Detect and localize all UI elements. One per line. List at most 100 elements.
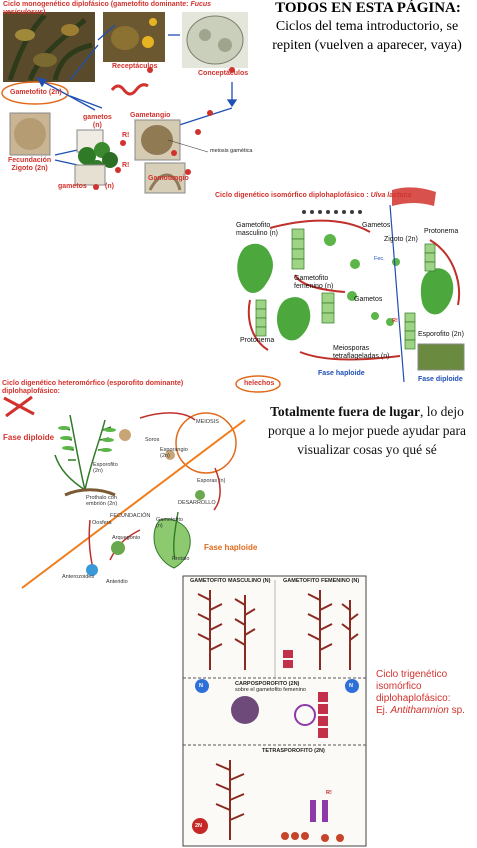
ulva-label-esporofito: Esporofito (2n) [418, 331, 464, 338]
fern-pinnae [58, 426, 116, 452]
intro-heading: TODOS EN ESTA PÁGINA: [275, 0, 461, 16]
note-bold: Totalmente fuera de lugar [270, 404, 420, 419]
caption-line-1: Ciclo trigenético [376, 669, 448, 680]
caption-prefix: Ej. [376, 705, 391, 716]
plate-n-badge-right: N [349, 683, 353, 689]
fern-label-fecundacion: FECUNDACIÓN [110, 513, 151, 519]
fucus-title-prefix: Ciclo monogenético diplofásico (gametofi… [3, 1, 191, 8]
ulva-label-ri: R! [392, 318, 398, 324]
gametofito-oval [1, 81, 69, 105]
fern-phase-divider [21, 419, 246, 589]
fern-label-desarrollo: DESARROLLO [178, 500, 216, 506]
ulva-filaments [255, 228, 436, 350]
ulva-fase-diploide: Fase diploide [418, 376, 463, 383]
fucus-title: Ciclo monogenético diplofásico (gametofi… [3, 1, 253, 17]
ulva-label-gametofito-femenino: Gametofito femenino (n) [294, 275, 334, 290]
caption-species: Antithamnion [390, 705, 449, 716]
fucus-red-dots [93, 67, 235, 190]
fern-label-esporas: Esporas (n) [197, 478, 226, 484]
ulva-label-fec: Fec. [374, 256, 385, 262]
caption-suffix: sp. [448, 705, 465, 716]
label-gamotangio: Gamotangio [148, 175, 189, 182]
n-badge-left [195, 679, 209, 693]
label-meiosis-gametica: meiosis gamética [210, 148, 253, 154]
intro-body: Ciclos del tema introductorio, se repite… [272, 19, 462, 53]
fern-label-gametofito: Gametofito (n) [156, 517, 183, 529]
helecho-title: Ciclo digenético heteromórfico (esporofi… [2, 380, 184, 395]
fucus-green-cells [78, 142, 118, 174]
ulva-thallus-male [237, 243, 273, 293]
label-fecundacion: Fecundación Zigoto (2n) [8, 157, 52, 172]
ulva-fase-haploide: Fase haploide [318, 370, 365, 377]
plate-2n-badge: 2N [195, 823, 203, 829]
ulva-thallus-sporophyte [420, 268, 454, 315]
fern-label-protalo: Protalo [172, 556, 190, 562]
label-receptaculos: Receptáculos [112, 63, 158, 70]
antithamnion-cells [283, 650, 328, 738]
ulva-title-species: Ulva lactuca [370, 192, 412, 199]
ulva-red-flag [392, 187, 436, 206]
fern-label-arquegonio: Arquegonio [112, 535, 141, 541]
label-ri-1: R! [122, 132, 130, 139]
helecho-circled-word: helechos [244, 380, 275, 387]
fern-label-esporangio: Esporangio (2n) [160, 447, 188, 459]
plate-ri: R! [326, 790, 332, 796]
ulva-title: Ciclo digenético isomórfico diplohaplofá… [215, 192, 470, 200]
out-of-place-note: Totalmente fuera de lugar, lo dejo porqu… [258, 402, 476, 459]
label-gametofito: Gametofito (2n) [10, 89, 62, 96]
label-ri-2: R! [122, 162, 130, 169]
antithamnion-male-branches [197, 590, 256, 670]
helechos-oval [235, 375, 281, 393]
fern-gametophyte [153, 518, 191, 569]
ulva-red-arrows [247, 219, 460, 361]
label-gametos-bottom-n: (n) [105, 183, 114, 190]
fern-label-oosfera: Oosfera [92, 520, 112, 526]
red-x-mark [3, 395, 35, 418]
tetraspores [310, 800, 328, 822]
ulva-dots-row [302, 210, 362, 214]
ulva-label-protonema-bottom: Protonema [240, 337, 275, 344]
fucus-photo-main [3, 12, 95, 82]
antithamnion-tetrasporophyte [215, 760, 245, 840]
antithamnion-plate [182, 575, 367, 847]
label-gametangio: Gametangio [130, 112, 171, 119]
antithamnion-caption: Ciclo trigenético isomórfico diplohaplof… [376, 669, 476, 717]
ulva-label-protonema-top: Protonema [424, 228, 459, 235]
fucus-title-species: Fucus vesiculosus [3, 1, 212, 16]
label-gametos-n: gametos (n) [83, 114, 112, 129]
ulva-thallus-female [277, 297, 311, 341]
n-badge-right [345, 679, 359, 693]
ulva-label-gametofito-masculino: Gametofito masculino (n) [236, 222, 279, 237]
carposporophyte-cyst [231, 696, 259, 724]
antithamnion-female-branches [307, 590, 359, 670]
fucus-photo-gametos-bottom [74, 164, 106, 186]
plate-n-badge-left: N [199, 683, 203, 689]
ulva-phase-divider [389, 204, 405, 383]
fern-label-meiosis: MEIOSIS [196, 419, 219, 425]
2n-badge [192, 818, 208, 834]
caption-line-4: Ej. Antithamnion sp. [376, 705, 476, 717]
fern-label-anteridio: Anteridio [106, 579, 128, 585]
ulva-label-gametos-mid: Gametos [354, 296, 383, 303]
label-conceptaculos: Conceptáculos [198, 70, 249, 77]
fucus-title-suffix: ) [43, 9, 46, 16]
ulva-label-meiosporas: Meiosporas tetraflageladas (n) [333, 345, 390, 360]
fern-rhizome [64, 488, 116, 497]
antithamnion-spores [281, 832, 344, 842]
helecho-fase-haploide: Fase haploide [204, 543, 258, 552]
ulva-cells [324, 234, 400, 326]
meiosis-circle [175, 412, 237, 474]
fern-label-soros: Soros [145, 437, 160, 443]
caption-line-2: isomórfico [376, 681, 422, 692]
helecho-fase-diploide: Fase diploide [3, 433, 55, 442]
fucus-photo-receptaculos [103, 12, 165, 62]
label-gametos-bottom: gametos [58, 183, 87, 190]
plate-carposporofito: CARPOSPOROFITO (2N) [235, 681, 300, 687]
fern-label-esporofito: Esporofito (2n) [93, 462, 118, 474]
ulva-title-prefix: Ciclo digenético isomórfico diplohaplofá… [215, 192, 371, 199]
plate-carpo-sub: sobre el gametofito femenino [235, 687, 306, 693]
plate-tetrasporofito: TETRASPOROFITO (2N) [262, 748, 325, 754]
caption-line-3: diplohaplofásico: [376, 693, 451, 704]
plate-header-left: GAMETOFITO MASCULINO (N) [190, 578, 271, 584]
